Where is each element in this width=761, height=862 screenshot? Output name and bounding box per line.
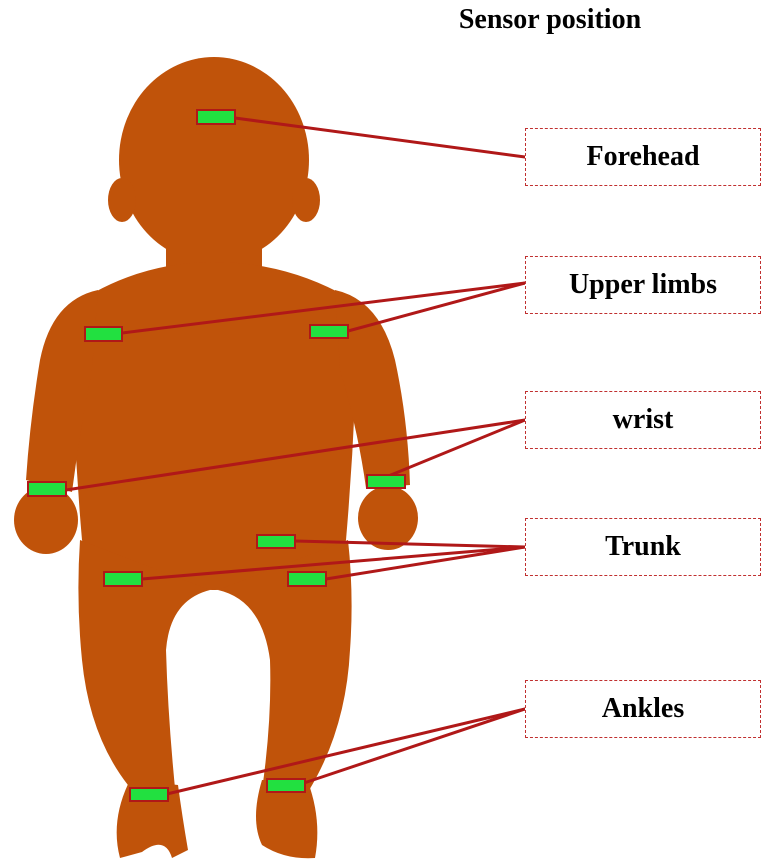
right-ear [292, 178, 320, 222]
sensor-forehead [197, 110, 235, 124]
left-ear [108, 178, 136, 222]
sensor-trunk-left [104, 572, 142, 586]
diagram-title: Sensor position [400, 4, 700, 36]
sensor-upper-limb-right [310, 325, 348, 338]
sensor-ankle-left [130, 788, 168, 801]
label-upper-limbs: Upper limbs [525, 256, 761, 314]
sensor-ankle-right [267, 779, 305, 792]
label-trunk: Trunk [525, 518, 761, 576]
connector-trunk-right [326, 547, 525, 579]
sensor-wrist-right [367, 475, 405, 488]
right-hand [358, 486, 418, 550]
sensor-wrist-left [28, 482, 66, 496]
label-wrist: wrist [525, 391, 761, 449]
label-ankles: Ankles [525, 680, 761, 738]
sensor-upper-limb-left [85, 327, 122, 341]
label-forehead: Forehead [525, 128, 761, 186]
sensor-trunk-right [288, 572, 326, 586]
sensor-trunk-center [257, 535, 295, 548]
connector-upper-limb-right [348, 283, 525, 331]
baby-silhouette [14, 57, 418, 858]
